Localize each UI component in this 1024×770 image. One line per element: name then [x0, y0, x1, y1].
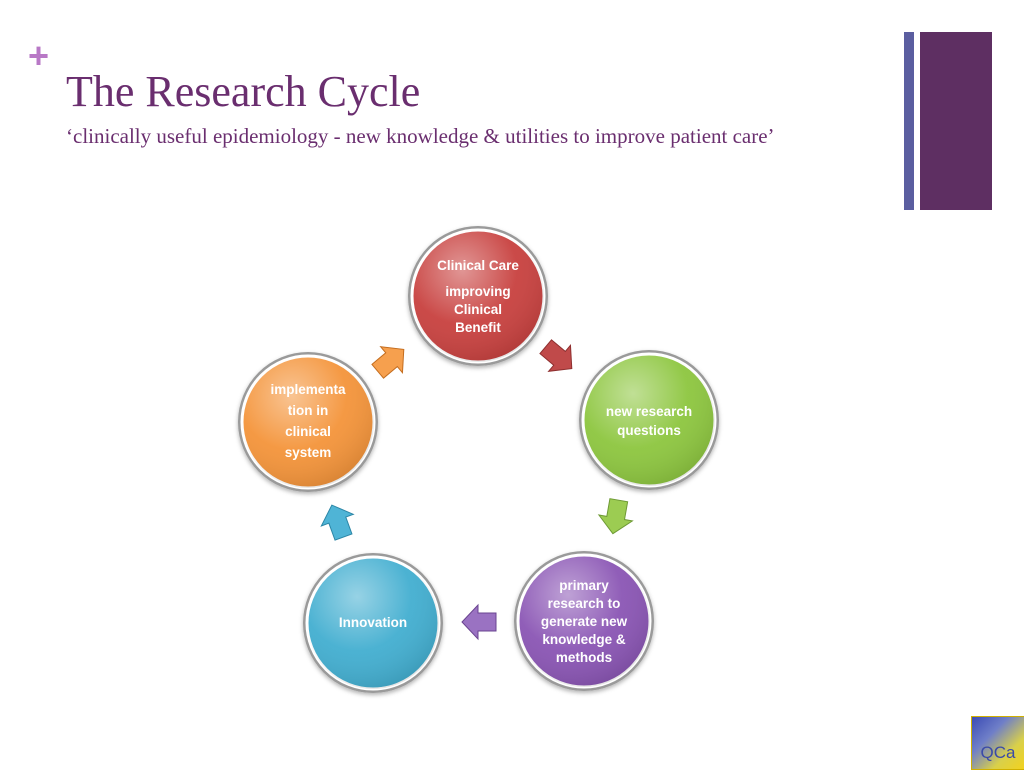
node-label: implementa [270, 382, 346, 397]
decorative-bar-thick [920, 32, 992, 210]
qca-logo-text: QCa [980, 743, 1016, 762]
node-label: primary [559, 578, 609, 593]
node-label: Innovation [339, 615, 407, 630]
node-label: system [285, 445, 332, 460]
node-label: improving [445, 284, 510, 299]
arrow-innovation-to-implementation [320, 504, 355, 541]
node-label: questions [617, 423, 681, 438]
qca-logo: QCa [971, 716, 1024, 770]
plus-marker: + [28, 35, 50, 76]
slide-title: The Research Cycle [66, 67, 421, 116]
node-label: knowledge & [542, 632, 626, 647]
node-innovation: Innovation [303, 553, 443, 693]
node-label: methods [556, 650, 612, 665]
node-label: tion in [288, 403, 329, 418]
node-new-research-questions: new research questions [579, 350, 719, 490]
node-implementation: implementa tion in clinical system [238, 352, 378, 492]
node-primary-research: primary research to generate new knowled… [514, 551, 654, 691]
node-label: generate new [541, 614, 628, 629]
node-label: Clinical [454, 302, 502, 317]
decorative-bar-thin [904, 32, 914, 210]
node-label: new research [606, 404, 692, 419]
node-label: research to [548, 596, 621, 611]
arrow-questions-to-research [597, 498, 634, 535]
arrow-research-to-innovation [461, 603, 497, 641]
slide-subtitle: ‘clinically useful epidemiology - new kn… [66, 124, 775, 148]
arrow-implementation-to-care [371, 346, 405, 379]
node-clinical-care: Clinical Care improving Clinical Benefit [408, 226, 548, 366]
node-label: Benefit [455, 320, 501, 335]
node-label: Clinical Care [437, 258, 519, 273]
arrow-care-to-questions [539, 339, 573, 372]
node-label: clinical [285, 424, 331, 439]
